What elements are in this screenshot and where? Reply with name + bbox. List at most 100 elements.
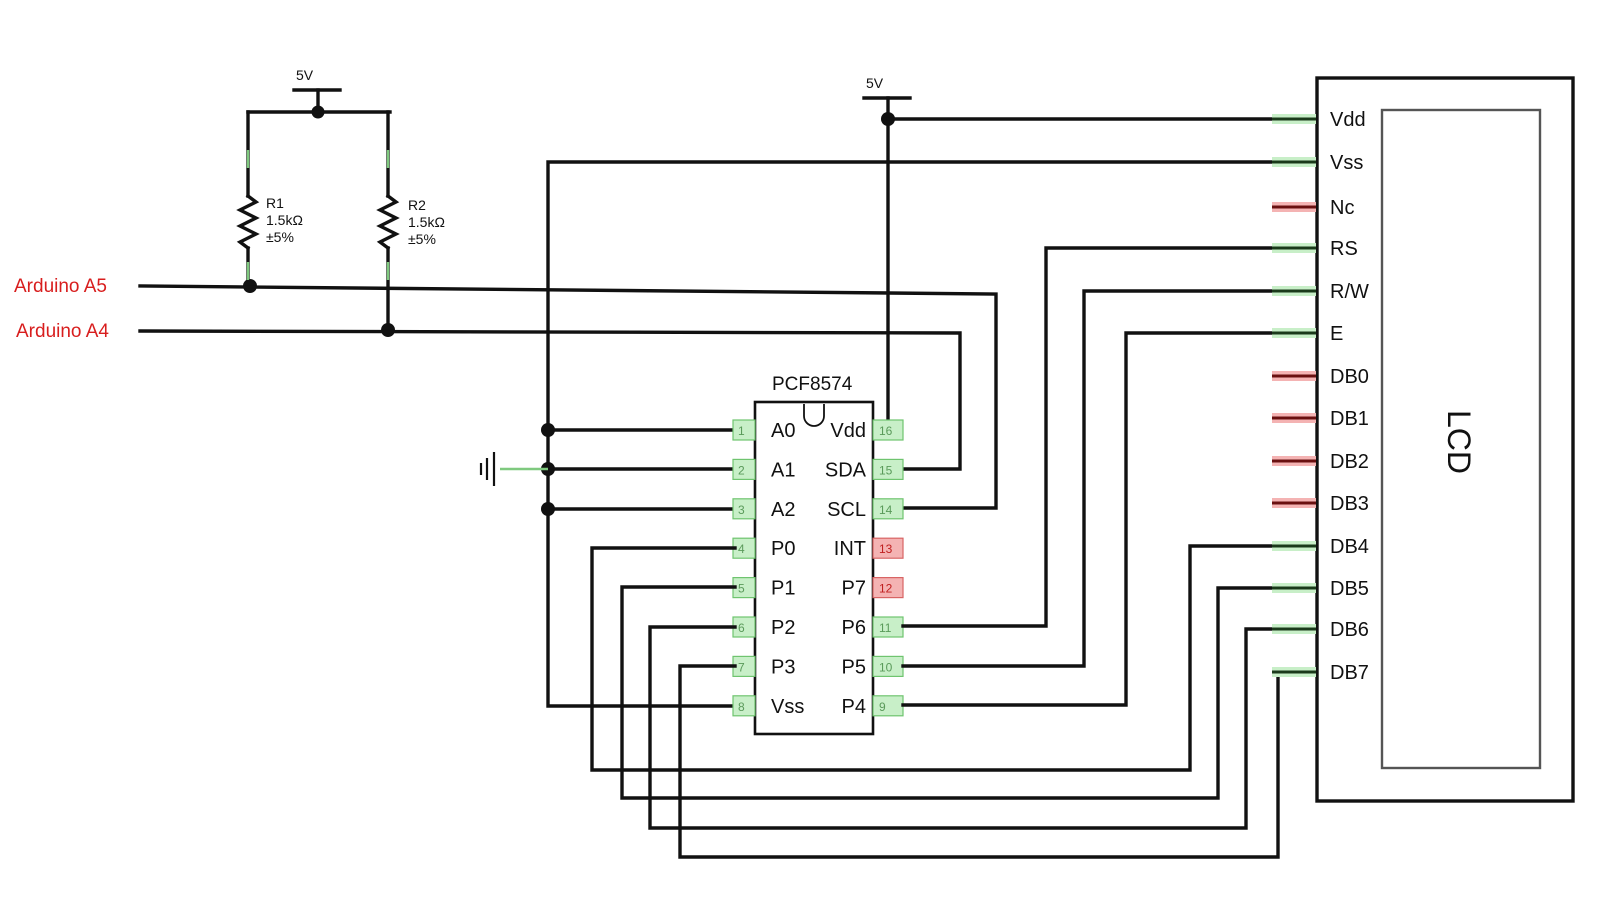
lcd-pin-db3: DB3	[1272, 493, 1369, 515]
ic-pin-p6: 11 P6	[842, 616, 904, 639]
lcd-pin-db2: DB2	[1272, 451, 1369, 473]
pin-number: 5	[738, 582, 745, 596]
pin-number: 6	[738, 621, 745, 635]
pin-label: P4	[842, 696, 866, 718]
pin-label: DB5	[1330, 578, 1369, 600]
ic-pin-p5: 10 P5	[842, 655, 904, 678]
pin-label: P6	[842, 617, 866, 639]
lcd-name: LCD	[1441, 410, 1477, 474]
pin-number: 10	[879, 660, 893, 674]
lcd-pin-db0: DB0	[1272, 366, 1369, 388]
pin-label: P0	[771, 538, 795, 560]
ic-pin-scl: 14 SCL	[827, 498, 904, 521]
lcd-pin-vss: Vss	[1272, 152, 1363, 174]
wire-sda	[138, 329, 962, 471]
pin-number: 14	[879, 503, 893, 517]
resistor-r1	[236, 193, 260, 251]
pin-label: A2	[771, 499, 795, 521]
supply-label-left: 5V	[296, 67, 314, 83]
wire-db5	[620, 585, 1317, 800]
lcd-pin-db6: DB6	[1272, 619, 1369, 641]
ic-right-pins: 16 Vdd 15 SDA 14 SCL 13 INT 12 P7 11 P6 10 P5 9 P4	[825, 419, 904, 718]
pin-number: 7	[738, 660, 745, 674]
wire-db4	[590, 544, 1317, 772]
lcd-pin-rw: R/W	[1272, 281, 1369, 303]
wire-rs	[901, 246, 1317, 628]
r1-tolerance: ±5%	[266, 229, 294, 245]
pin-label: Vdd	[1330, 109, 1366, 131]
pin-label: DB4	[1330, 536, 1369, 558]
pin-label: P3	[771, 656, 795, 678]
pin-number: 1	[738, 424, 745, 438]
ic-pin-a2: 3 A2	[732, 498, 795, 521]
r2-name: R2	[408, 197, 426, 213]
pin-number: 11	[879, 621, 892, 635]
pin-label: DB0	[1330, 366, 1369, 388]
ic-pin-sda: 15 SDA	[825, 458, 904, 481]
lcd-pin-db1: DB1	[1272, 408, 1369, 430]
ic-pin-p2: 6 P2	[732, 616, 795, 639]
pin-label: P2	[771, 617, 795, 639]
pin-number: 4	[738, 542, 745, 556]
resistor-r2	[376, 193, 400, 251]
pin-label: P7	[842, 578, 866, 600]
pin-label: SCL	[827, 499, 866, 521]
pullup-network	[236, 88, 400, 337]
lcd-pin-e: E	[1272, 323, 1343, 345]
pin-label: RS	[1330, 238, 1358, 260]
pin-label: SDA	[825, 459, 867, 481]
pin-label: P5	[842, 656, 866, 678]
ic-pin-p4: 9 P4	[842, 695, 904, 718]
ic-pin-p1: 5 P1	[732, 576, 795, 600]
pcf8574-chip	[753, 400, 875, 736]
junction	[541, 502, 555, 516]
wire-e	[901, 331, 1317, 707]
supply-label-right: 5V	[866, 75, 884, 91]
pin-number: 13	[879, 542, 893, 556]
pin-label: R/W	[1330, 281, 1369, 303]
lcd-pin-db7: DB7	[1272, 662, 1369, 684]
pin-label: P1	[771, 578, 795, 600]
pin-label: DB3	[1330, 493, 1369, 515]
ground-symbol	[479, 452, 548, 486]
pin-number: 9	[879, 700, 886, 714]
wire-rw	[901, 289, 1317, 668]
ic-pin-int: 13 INT	[834, 537, 904, 560]
junction	[541, 423, 555, 437]
pin-number: 8	[738, 700, 745, 714]
ic-pin-vdd: 16 Vdd	[830, 419, 904, 442]
pin-number: 16	[879, 424, 893, 438]
pin-number: 15	[879, 463, 893, 477]
r2-tolerance: ±5%	[408, 231, 436, 247]
lcd-module	[1315, 76, 1575, 803]
pin-label: INT	[834, 538, 866, 560]
pin-label: A1	[771, 459, 795, 481]
ic-pin-p7: 12 P7	[842, 576, 904, 600]
pin-label: DB7	[1330, 662, 1369, 684]
r1-value: 1.5kΩ	[266, 212, 303, 228]
ic-pin-p0: 4 P0	[732, 537, 795, 560]
pin-number: 3	[738, 503, 745, 517]
arduino-a5-label: Arduino A5	[14, 276, 107, 297]
ic-name: PCF8574	[772, 374, 853, 395]
pin-label: DB1	[1330, 408, 1369, 430]
lcd-pin-db5: DB5	[1272, 578, 1369, 600]
pin-number: 12	[879, 582, 893, 596]
lcd-pin-nc: Nc	[1272, 197, 1354, 219]
pin-label: Vss	[771, 696, 804, 718]
ic-pin-vss: 8 Vss	[732, 695, 804, 718]
ic-pin-a1: 2 A1	[732, 458, 795, 481]
lcd-pin-vdd: Vdd	[1272, 109, 1366, 131]
wire-db6	[648, 625, 1317, 830]
pin-label: DB6	[1330, 619, 1369, 641]
pin-label: DB2	[1330, 451, 1369, 473]
pin-label: Vdd	[830, 420, 866, 442]
pin-label: E	[1330, 323, 1343, 345]
pin-number: 2	[738, 463, 745, 477]
arduino-a4-label: Arduino A4	[16, 321, 109, 342]
pin-label: Vss	[1330, 152, 1363, 174]
